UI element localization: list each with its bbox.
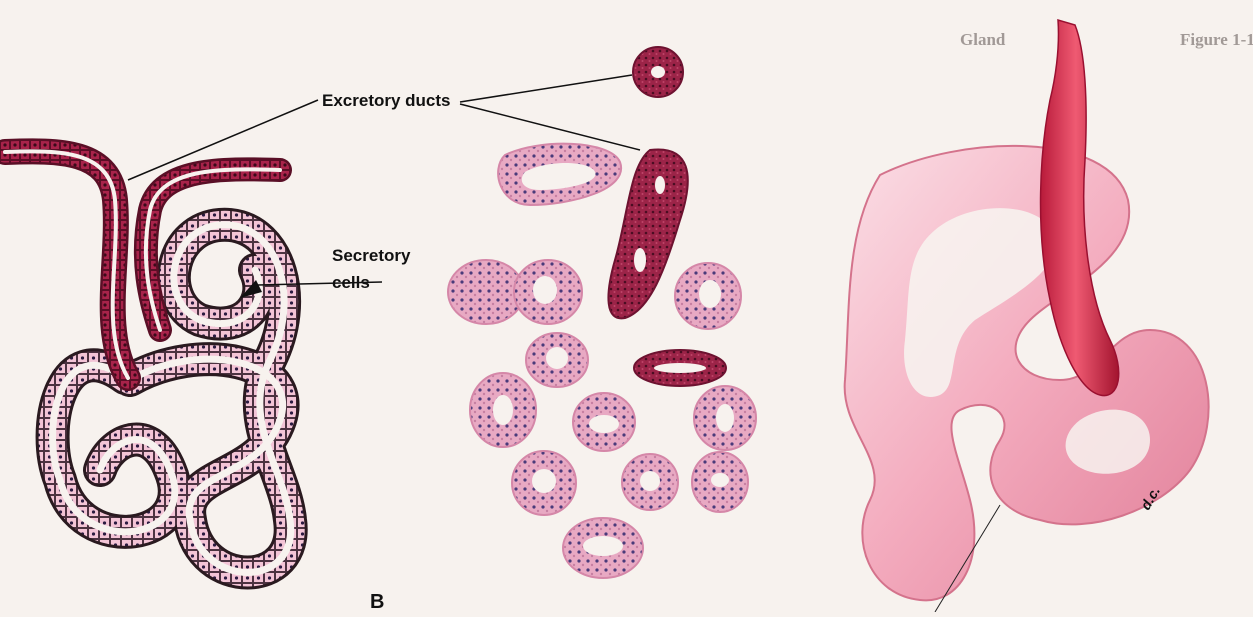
secretory-section-1	[498, 144, 621, 205]
background-figure-caption: Figure 1-15	[1180, 30, 1253, 50]
panel-b-cross-sections	[448, 47, 756, 578]
leader-line-duct-b2	[460, 104, 640, 150]
label-secretory-cells-line1: Secretory	[332, 246, 410, 266]
secretory-section-5	[470, 373, 536, 447]
secretory-section-8	[512, 451, 576, 515]
duct-section-small	[633, 47, 683, 97]
secretory-section-2	[448, 260, 582, 324]
panel-a-schematic	[5, 100, 382, 573]
duct-section-oblong	[634, 350, 726, 386]
label-secretory-cells-line2: cells	[332, 273, 370, 293]
leader-line-duct-b1	[460, 75, 632, 102]
background-caption-fragment: Gland	[960, 30, 1005, 50]
secretory-section-6	[573, 393, 635, 451]
panel-c-3d-gland	[845, 20, 1209, 612]
secretory-section-10	[692, 452, 748, 512]
label-excretory-ducts: Excretory ducts	[322, 91, 451, 111]
secretory-section-9	[622, 454, 678, 510]
label-panel-b: B	[370, 592, 384, 612]
secretory-section-4	[526, 333, 588, 387]
secretory-section-3	[675, 263, 741, 329]
secretory-section-11	[563, 518, 643, 578]
secretory-section-7	[694, 386, 756, 450]
